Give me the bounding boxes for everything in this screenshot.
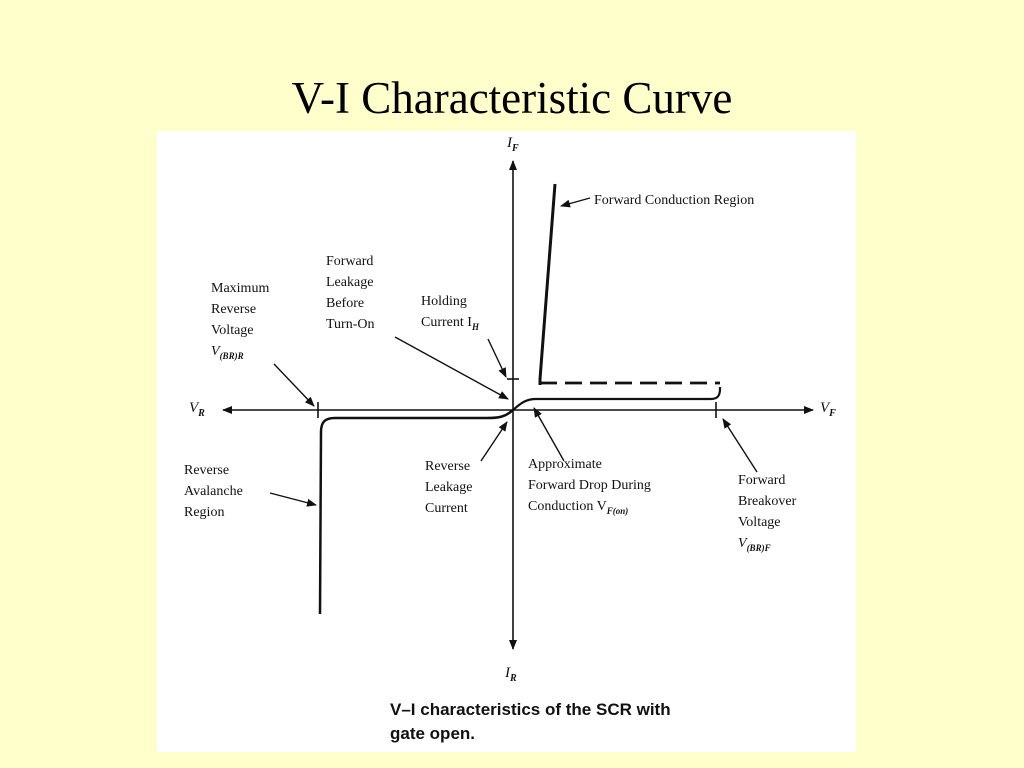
axis-label-ir: IR [505, 665, 517, 684]
arrow-reverse-avalanche [269, 492, 317, 507]
vi-characteristic-figure: IF IR VF VR Forward Conduction Region Fo… [157, 131, 856, 752]
slide-title: V-I Characteristic Curve [291, 73, 733, 123]
arrow-breakover [722, 418, 758, 473]
arrow-holding-current [487, 338, 507, 378]
axis-label-vr: VR [189, 400, 205, 419]
label-forward-leakage: Forward Leakage Before Turn-On [326, 254, 375, 332]
forward-leakage-curve [512, 387, 722, 411]
forward-conduction-curve [538, 183, 557, 385]
label-reverse-avalanche: Reverse Avalanche Region [184, 463, 243, 520]
label-forward-drop: Approximate Forward Drop During Conducti… [528, 457, 651, 516]
arrow-max-reverse [273, 363, 315, 407]
label-reverse-leakage: Reverse Leakage Current [425, 459, 473, 516]
label-forward-breakover: Forward Breakover Voltage V(BR)F [738, 473, 797, 553]
reverse-leakage-curve [318, 409, 514, 615]
label-holding-current: Holding Current IH [421, 294, 479, 332]
figure-caption: V–I characteristics of the SCR with gate… [390, 700, 671, 743]
arrow-forward-drop [533, 407, 565, 462]
arrow-reverse-leakage [480, 421, 508, 462]
axis-label-vf: VF [820, 400, 836, 419]
axis-label-if: IF [507, 135, 519, 154]
vi-diagram-svg [222, 160, 814, 650]
label-max-reverse-voltage: Maximum Reverse Voltage V(BR)R [211, 281, 270, 361]
arrow-forward-leakage [394, 336, 509, 400]
arrow-forward-conduction [560, 197, 591, 208]
label-forward-conduction: Forward Conduction Region [594, 193, 755, 208]
